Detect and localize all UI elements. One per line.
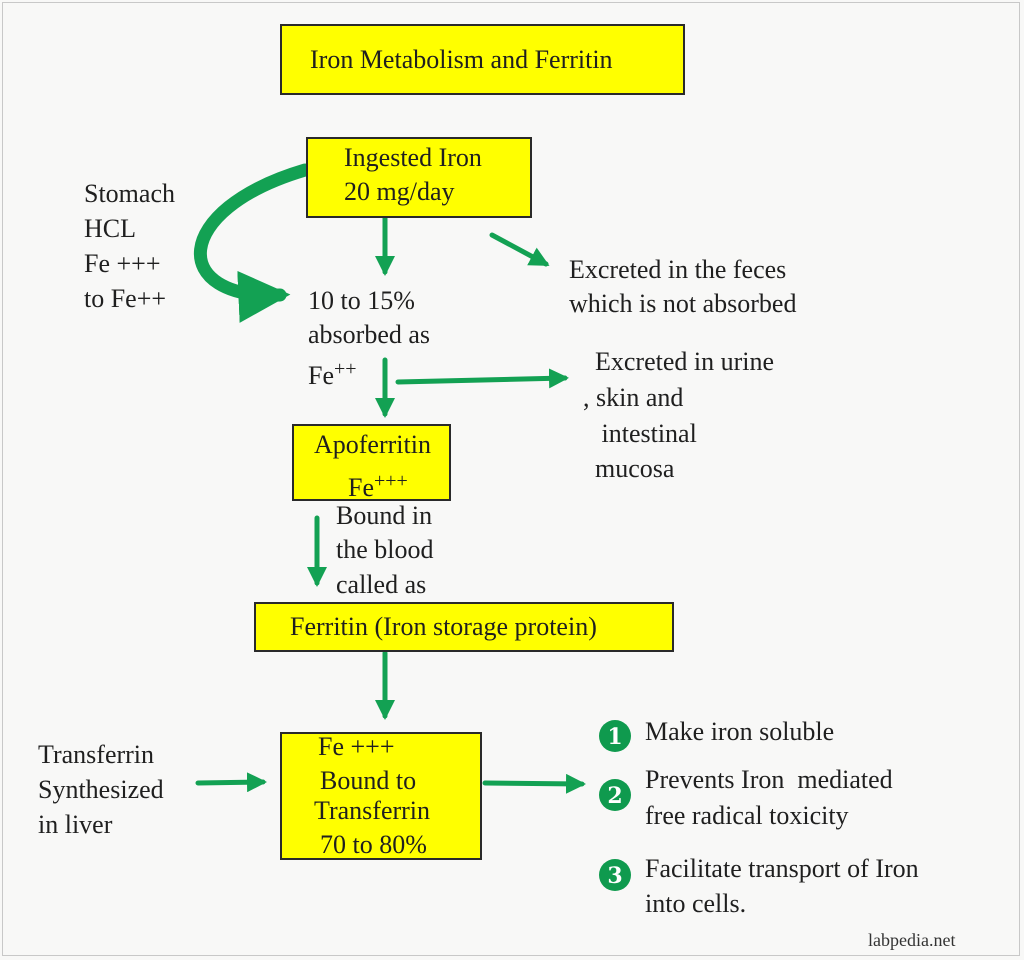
number-2-badge-icon: 2 bbox=[599, 779, 631, 811]
urine-line2: , skin and bbox=[583, 383, 684, 412]
feces-line1: Excreted in the feces bbox=[569, 255, 787, 284]
transferrin-line1: Fe +++ bbox=[318, 732, 395, 761]
apoferritin-line1: Apoferritin bbox=[314, 430, 431, 459]
ferritin-box: Ferritin (Iron storage protein) bbox=[254, 602, 674, 652]
transferrin-box: Fe +++ Bound to Transferrin 70 to 80% bbox=[280, 732, 482, 860]
absorbed-line3: Fe++ bbox=[308, 352, 357, 393]
apoferritin-charge: +++ bbox=[374, 470, 408, 492]
transferrin-src-line1: Transferrin bbox=[38, 740, 155, 769]
stomach-line2: HCL bbox=[84, 214, 136, 243]
apoferritin-fe: Fe bbox=[348, 473, 374, 502]
arrow-to-feces bbox=[489, 232, 550, 267]
absorbed-line1: 10 to 15% bbox=[308, 286, 415, 315]
ingested-line2: 20 mg/day bbox=[344, 177, 455, 206]
urine-line3: intestinal bbox=[595, 419, 697, 448]
function-1-line1: Make iron soluble bbox=[645, 717, 835, 746]
transferrin-src-line3: in liver bbox=[38, 810, 113, 839]
site-credit: labpedia.net bbox=[868, 930, 956, 950]
transferrin-line3: Transferrin bbox=[314, 796, 431, 825]
number-1-badge-icon: 1 bbox=[599, 720, 631, 752]
badge-3-num: 3 bbox=[607, 863, 622, 889]
title-box: Iron Metabolism and Ferritin bbox=[280, 24, 685, 95]
function-3-line1: Facilitate transport of Iron bbox=[645, 854, 919, 883]
number-3-badge-icon: 3 bbox=[599, 859, 631, 891]
arrow-to-urine bbox=[395, 368, 569, 389]
bound-line1: Bound in bbox=[336, 501, 433, 530]
ferritin-label: Ferritin (Iron storage protein) bbox=[290, 612, 597, 641]
function-3-line2: into cells. bbox=[645, 889, 747, 918]
page-title: Iron Metabolism and Ferritin bbox=[310, 45, 613, 74]
arrow-liver-to-transferrin bbox=[195, 772, 267, 793]
bound-line3: called as bbox=[336, 570, 427, 599]
ingested-iron-box: Ingested Iron 20 mg/day bbox=[306, 137, 532, 218]
stomach-line3: Fe +++ bbox=[84, 249, 161, 278]
badge-1-num: 1 bbox=[607, 724, 622, 750]
transferrin-line2: Bound to bbox=[320, 766, 417, 795]
arrow-stomach-curve bbox=[193, 163, 312, 323]
stomach-line4: to Fe++ bbox=[84, 284, 167, 313]
apoferritin-line2: Fe+++ bbox=[348, 464, 408, 505]
absorbed-line2: absorbed as bbox=[308, 320, 431, 349]
urine-line4: mucosa bbox=[595, 454, 675, 483]
absorbed-fe: Fe bbox=[308, 361, 334, 390]
transferrin-src-line2: Synthesized bbox=[38, 775, 164, 804]
function-2-line1: Prevents Iron mediated bbox=[645, 765, 893, 794]
apoferritin-box: Apoferritin Fe+++ bbox=[292, 424, 451, 502]
urine-line1: Excreted in urine bbox=[595, 347, 775, 376]
transferrin-line4: 70 to 80% bbox=[320, 830, 427, 859]
function-2-line2: free radical toxicity bbox=[645, 801, 849, 830]
feces-line2: which is not absorbed bbox=[569, 289, 797, 318]
absorbed-charge: ++ bbox=[334, 358, 357, 380]
stomach-line1: Stomach bbox=[84, 179, 175, 208]
badge-2-num: 2 bbox=[607, 783, 622, 809]
arrow-transferrin-to-functions bbox=[482, 773, 586, 794]
ingested-line1: Ingested Iron bbox=[344, 143, 482, 172]
bound-line2: the blood bbox=[336, 535, 434, 564]
